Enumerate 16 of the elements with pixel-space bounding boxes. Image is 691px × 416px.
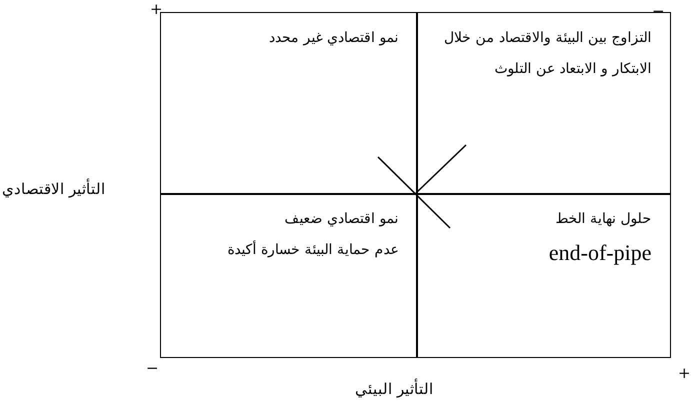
quadrant-cell: [416, 193, 670, 358]
quadrant-text: التزاوج بين البيئة والاقتصاد من خلال الابتكار و الابتعاد عن التلوث: [443, 29, 652, 79]
quadrant-text: حلول نهاية الخط: [554, 210, 652, 229]
quadrant-text: end-of-pipe: [548, 239, 652, 267]
axis-sign: +: [150, 0, 163, 18]
quadrant-text: عدم حماية البيئة خسارة أكيدة: [226, 239, 398, 260]
quadrant-cell: [160, 12, 418, 194]
axis-label: التأثير الاقتصادي: [2, 180, 105, 198]
axis-sign: −: [652, 2, 665, 20]
axis-label: التأثير البيئي: [355, 380, 433, 398]
axis-sign: −: [146, 359, 159, 377]
axis-sign: +: [678, 364, 691, 382]
quadrant-cell: [160, 193, 418, 358]
quadrant-text: نمو اقتصادي غير محدد: [268, 29, 398, 48]
quadrant-text: نمو اقتصادي ضعيف: [284, 210, 398, 229]
quadrant-cell: [416, 12, 670, 194]
